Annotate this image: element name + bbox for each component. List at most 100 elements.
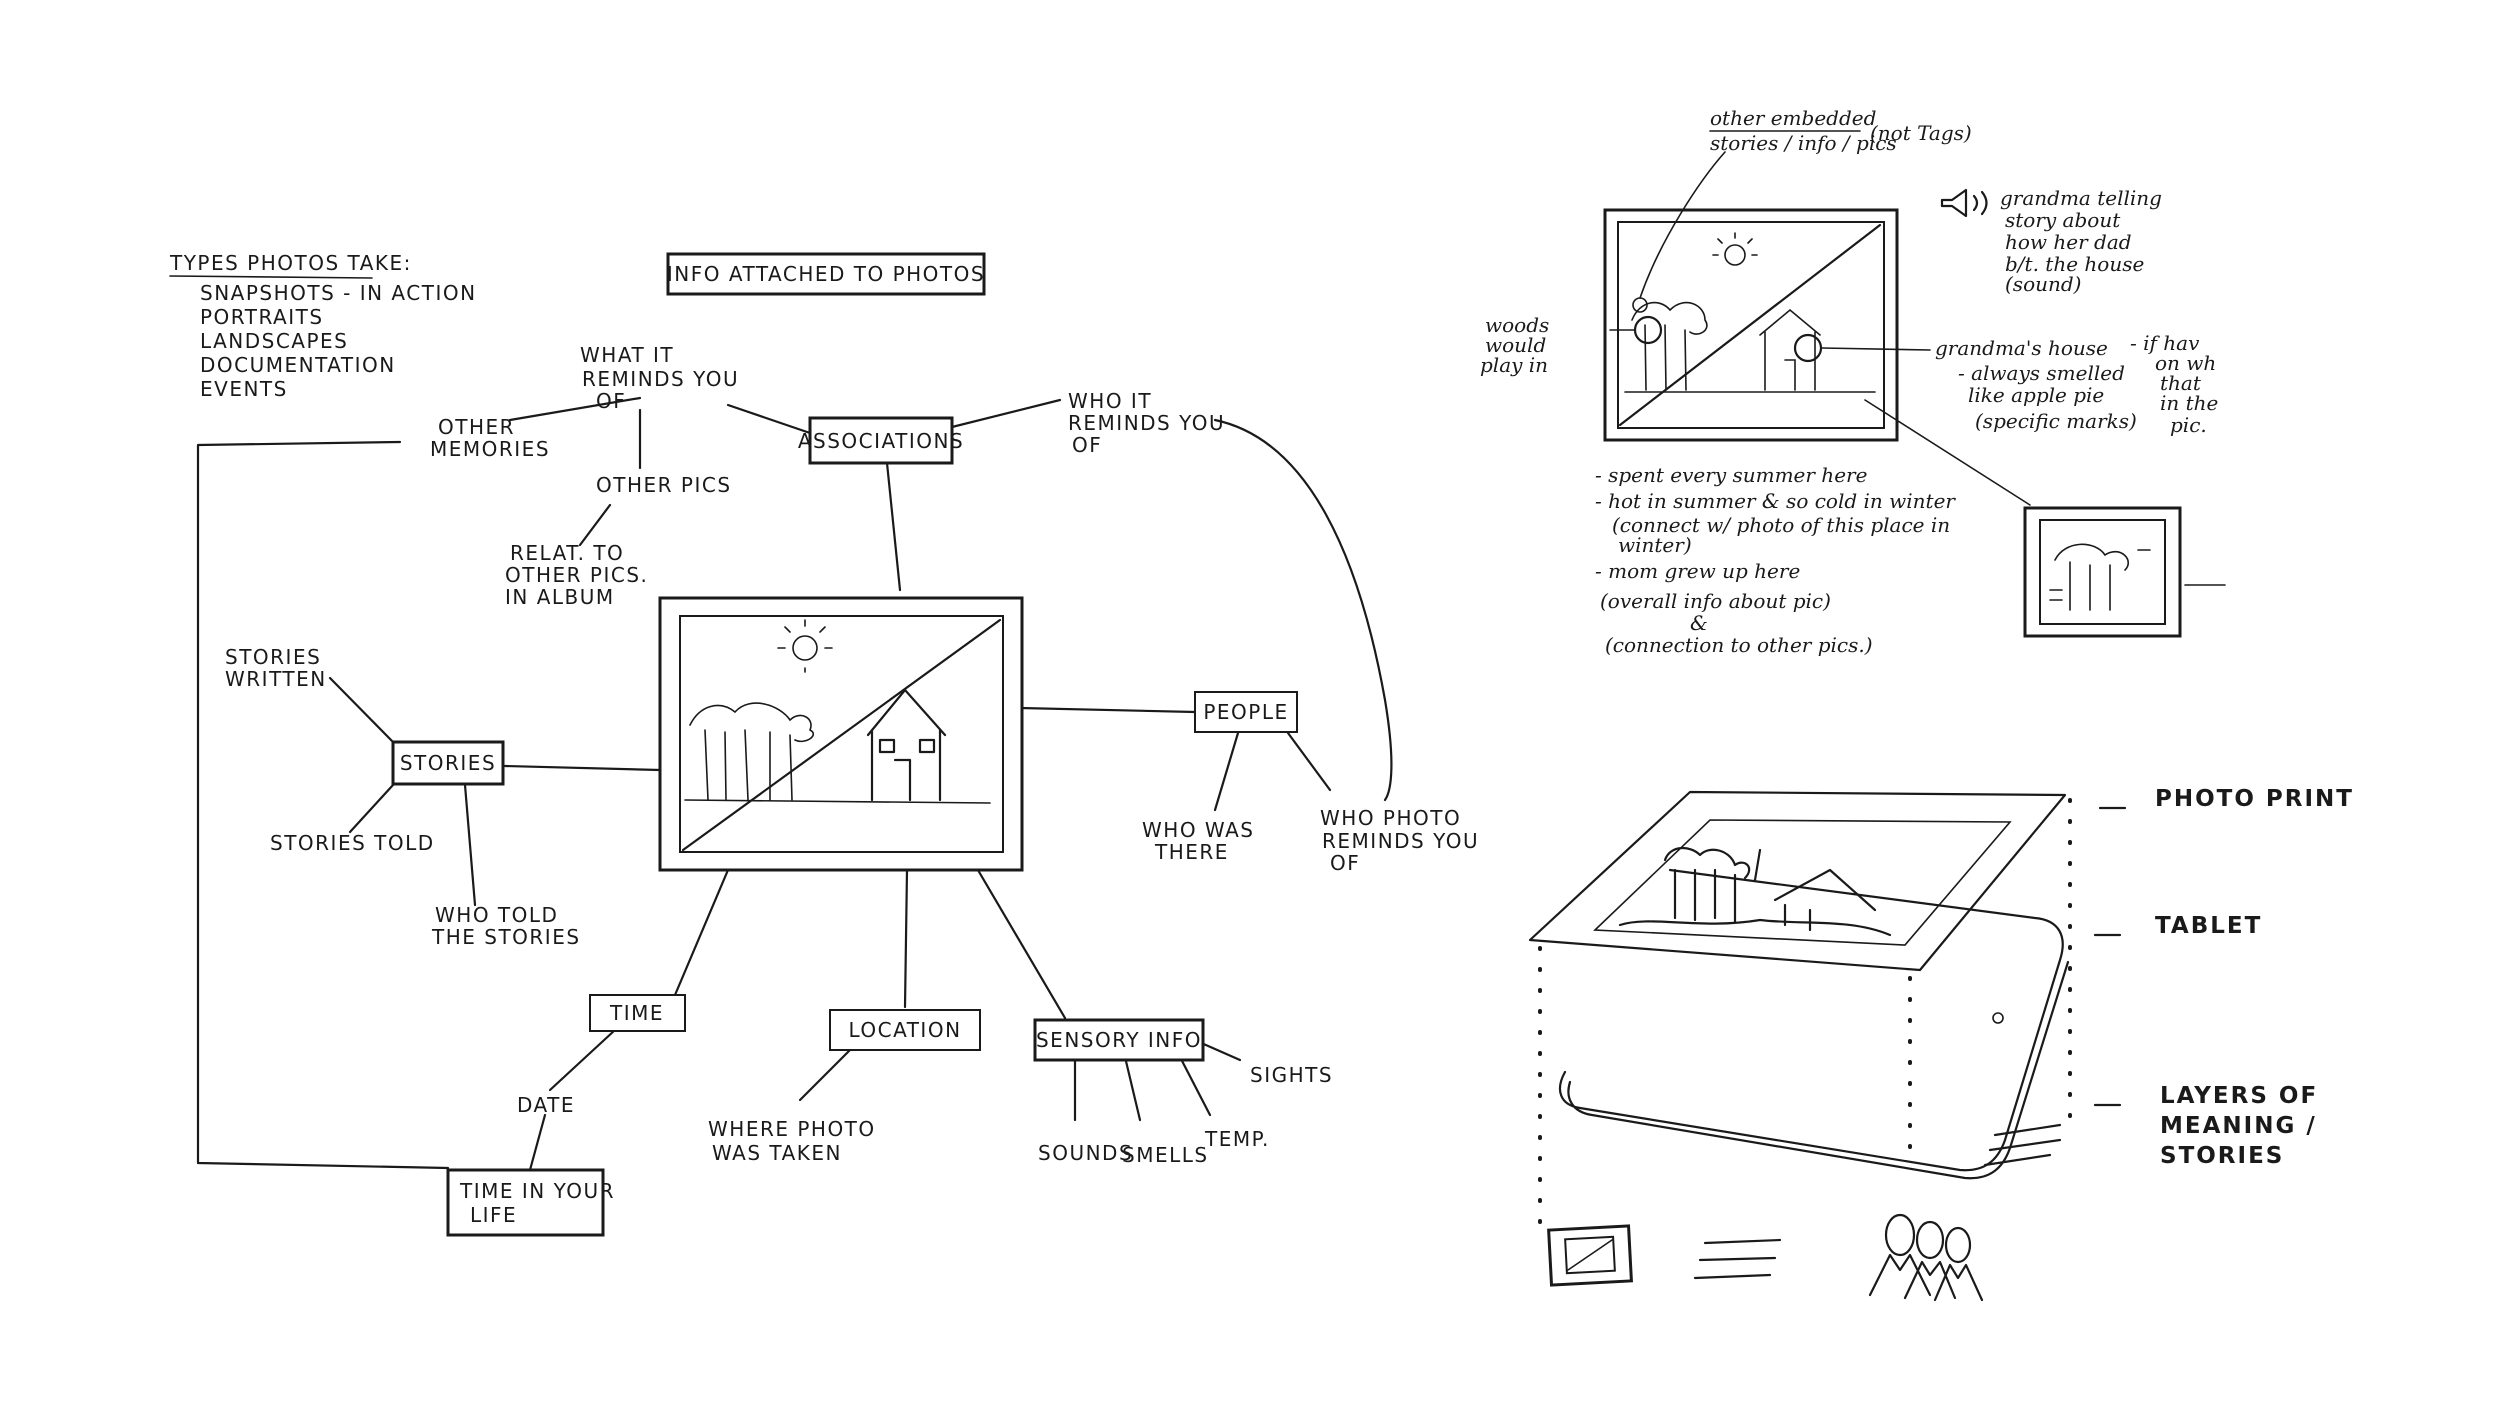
detail-note-line: & [1690,611,1708,635]
who-photo-reminds-line: WHO PHOTO [1320,806,1461,830]
sights-label: SIGHTS [1250,1063,1333,1087]
types-underline [169,275,373,279]
associations-label: ASSOCIATIONS [798,429,964,453]
layers-label-line: LAYERS OF [2160,1083,2318,1109]
grandma-telling-line: story about [2005,208,2121,232]
speaker-icon [1940,188,1988,218]
house-marker-icon [1793,333,1823,363]
who-photo-reminds-line: OF [1330,851,1360,875]
location-box [829,1009,981,1051]
photo-layer-icon [1547,1224,1633,1287]
cut-note-line: on wh [2155,351,2216,375]
other-memories-line: MEMORIES [430,437,550,461]
time-box [589,994,686,1032]
story-lines-icon [1693,1238,1782,1280]
what-it-reminds-line: OF [596,389,626,413]
type-item: EVENTS [200,377,288,401]
layers-label-line: STORIES [2160,1143,2284,1169]
who-told-line: THE STORIES [431,925,581,949]
who-it-reminds-line: REMINDS YOU [1068,411,1225,435]
central-photo [658,596,1024,872]
detail-note-line: (connect w/ photo of this place in [1612,513,1950,537]
where-taken-line: WAS TAKEN [712,1141,842,1165]
stories-written-line: STORIES [225,645,321,669]
photo-detail-sketch: other embedded stories / info / pics (no… [1480,106,2226,657]
tablet-button-icon [1992,1012,2004,1024]
cut-note-line: pic. [2170,413,2207,437]
time-in-life-line: LIFE [470,1203,517,1227]
what-it-reminds-line: REMINDS YOU [582,367,739,391]
what-it-reminds-line: WHAT IT [580,343,674,367]
photo-print-label: PHOTO PRINT [2155,786,2354,812]
cut-note-line: in the [2160,391,2218,415]
mind-map: TYPES PHOTOS TAKE: SNAPSHOTS - IN ACTION… [169,251,1479,1237]
who-it-reminds-line: OF [1072,433,1102,457]
cut-note-line: - if hav [2130,331,2200,355]
grandma-telling-line: how her dad [2005,230,2132,254]
people-group-icon [1868,1213,1984,1302]
woods-line: woods [1485,313,1549,337]
stories-written-line: WRITTEN [225,667,327,691]
sensory-label: SENSORY INFO [1036,1028,1202,1052]
embedded-line: stories / info / pics [1710,131,1897,155]
detail-note-line: (overall info about pic) [1600,589,1831,613]
house-note-line: - always smelled [1958,361,2125,385]
time-in-life-line: TIME IN YOUR [459,1179,615,1203]
location-label: LOCATION [848,1018,961,1042]
type-item: DOCUMENTATION [200,353,396,377]
associations-box [808,416,954,465]
detail-note-line: winter) [1618,533,1692,557]
grandmas-house-label: grandma's house [1935,336,2108,360]
detail-note-line: - spent every summer here [1595,463,1867,487]
relat-line: IN ALBUM [505,585,615,609]
relat-line: RELAT. TO [510,541,624,565]
people-box [1194,691,1298,733]
date-label: DATE [517,1093,575,1117]
who-photo-reminds-line: REMINDS YOU [1322,829,1479,853]
stories-box [391,740,505,786]
sounds-label: SOUNDS [1038,1141,1133,1165]
diagram-title: INFO ATTACHED TO PHOTOS [667,262,985,286]
types-list: TYPES PHOTOS TAKE: SNAPSHOTS - IN ACTION… [169,251,477,401]
detail-note-line: (connection to other pics.) [1605,633,1873,657]
stories-label: STORIES [400,751,496,775]
woods-line: would [1485,333,1546,357]
who-was-there-line: WHO WAS [1142,818,1254,842]
type-item: PORTRAITS [200,305,324,329]
where-taken-line: WHERE PHOTO [708,1117,876,1141]
who-was-there-line: THERE [1154,840,1229,864]
grandma-telling-line: b/t. the house [2005,252,2144,276]
who-told-line: WHO TOLD [435,903,558,927]
house-note-line: (specific marks) [1975,409,2137,433]
time-label: TIME [609,1001,664,1025]
temp-label: TEMP. [1204,1127,1270,1151]
relat-line: OTHER PICS. [505,563,648,587]
text-lines-icon [1983,1123,2062,1167]
house-note-line: like apple pie [1968,383,2104,407]
people-label: PEOPLE [1203,700,1288,724]
woods-line: play in [1480,353,1548,377]
other-memories-line: OTHER [438,415,515,439]
type-item: LANDSCAPES [200,329,348,353]
cut-note-line: that [2160,371,2202,395]
embedded-line: other embedded [1710,106,1876,130]
type-item: SNAPSHOTS - IN ACTION [200,281,477,305]
who-it-reminds-line: WHO IT [1068,389,1152,413]
tablet-outline [1558,868,2064,1172]
tablet-label: TABLET [2155,913,2262,939]
photo-print-outline [1528,790,2067,972]
detail-note-line: - hot in summer & so cold in winter [1595,489,1956,513]
other-pics-label: OTHER PICS [596,473,732,497]
layers-sketch: PHOTO PRINT TABLET LAYERS OF MEANING / S… [1528,786,2354,1302]
smells-label: SMELLS [1122,1143,1209,1167]
small-photo-thumbnail [2023,506,2226,638]
grandma-telling-line: grandma telling [2000,186,2162,210]
not-tags-label: (not Tags) [1870,121,1972,145]
layers-label-line: MEANING / [2160,1113,2317,1139]
stories-told-label: STORIES TOLD [270,831,435,855]
sensory-box [1033,1018,1205,1062]
time-in-life-box [446,1168,605,1237]
grandma-telling-line: (sound) [2005,272,2081,296]
detail-note-line: - mom grew up here [1595,559,1800,583]
